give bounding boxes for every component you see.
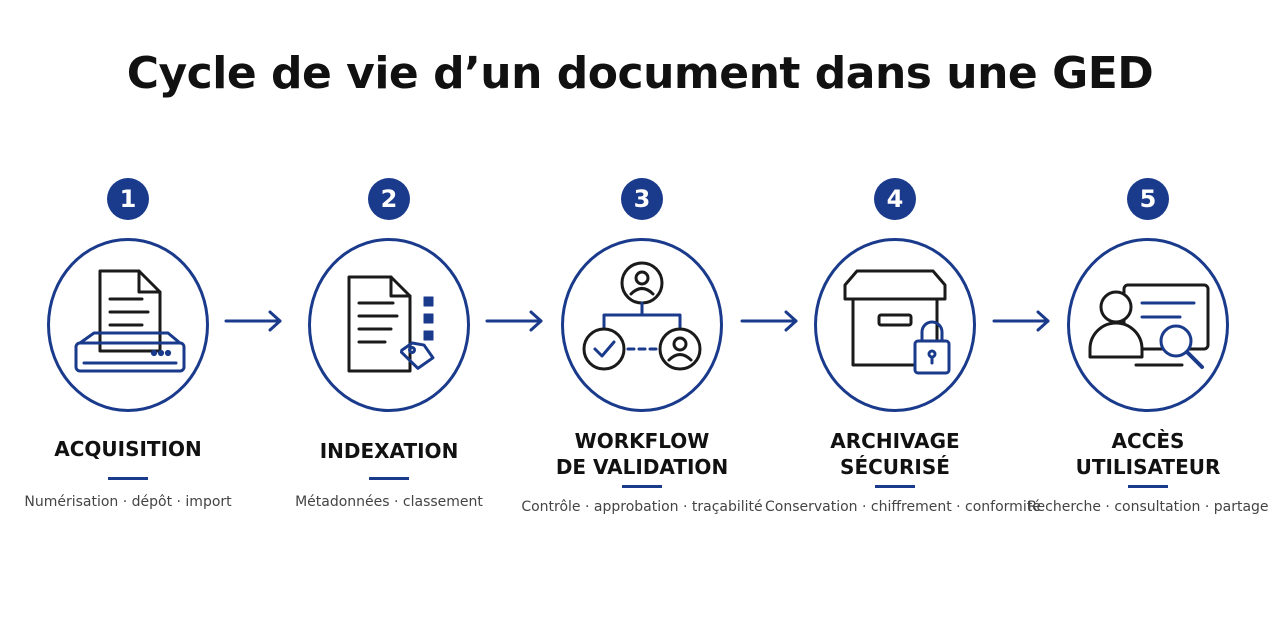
step-underline xyxy=(622,485,662,488)
page-title: Cycle de vie d’un document dans une GED xyxy=(126,48,1154,99)
step-description: Contrôle · approbation · traçabilité xyxy=(521,499,763,515)
step-icon-circle xyxy=(814,238,976,412)
step-icon-circle xyxy=(561,238,723,412)
workflow-approval-icon xyxy=(582,261,702,371)
step-icon-circle xyxy=(1067,238,1229,412)
step-acquisition: 1 ACQUISITION Numérisation · dépôt · imp… xyxy=(18,178,238,538)
step-underline xyxy=(1128,485,1168,488)
step-title: WORKFLOW DE VALIDATION xyxy=(555,429,729,479)
step-description: Conservation · chiffrement · conformité xyxy=(765,499,1041,515)
step-acces-utilisateur: 5 ACCÈS UTILISATEUR Recherche · consulta… xyxy=(1027,178,1269,538)
step-archivage-securise: 4 ARCHIVAGE SÉCURISÉ Conservation · chif… xyxy=(765,178,1041,538)
archive-lock-icon xyxy=(843,269,951,375)
arrow-right-icon xyxy=(224,310,282,332)
scanner-document-icon xyxy=(74,269,186,373)
arrow-right-icon xyxy=(485,310,543,332)
step-icon-circle xyxy=(308,238,470,412)
step-description: Recherche · consultation · partage xyxy=(1027,499,1269,515)
step-number-badge: 1 xyxy=(107,178,149,220)
step-workflow-validation: 3 WORKFLOW DE VALIDATION Contrôle · appr… xyxy=(521,178,763,538)
step-underline xyxy=(369,477,409,480)
arrow-right-icon xyxy=(740,310,798,332)
step-underline xyxy=(875,485,915,488)
step-indexation: 2 INDEXATION Métadonnées · classement xyxy=(279,178,499,538)
step-description: Numérisation · dépôt · import xyxy=(24,494,232,510)
user-search-icon xyxy=(1088,283,1210,369)
step-number-badge: 2 xyxy=(368,178,410,220)
step-number-badge: 3 xyxy=(621,178,663,220)
step-title: ACQUISITION xyxy=(54,437,202,461)
step-number-badge: 5 xyxy=(1127,178,1169,220)
arrow-right-icon xyxy=(992,310,1050,332)
step-number-badge: 4 xyxy=(874,178,916,220)
step-title: ACCÈS UTILISATEUR xyxy=(1075,429,1221,479)
step-title: ARCHIVAGE SÉCURISÉ xyxy=(830,429,960,479)
document-tag-icon xyxy=(347,275,435,373)
step-title: INDEXATION xyxy=(319,439,459,463)
step-underline xyxy=(108,477,148,480)
step-description: Métadonnées · classement xyxy=(295,494,483,510)
step-icon-circle xyxy=(47,238,209,412)
